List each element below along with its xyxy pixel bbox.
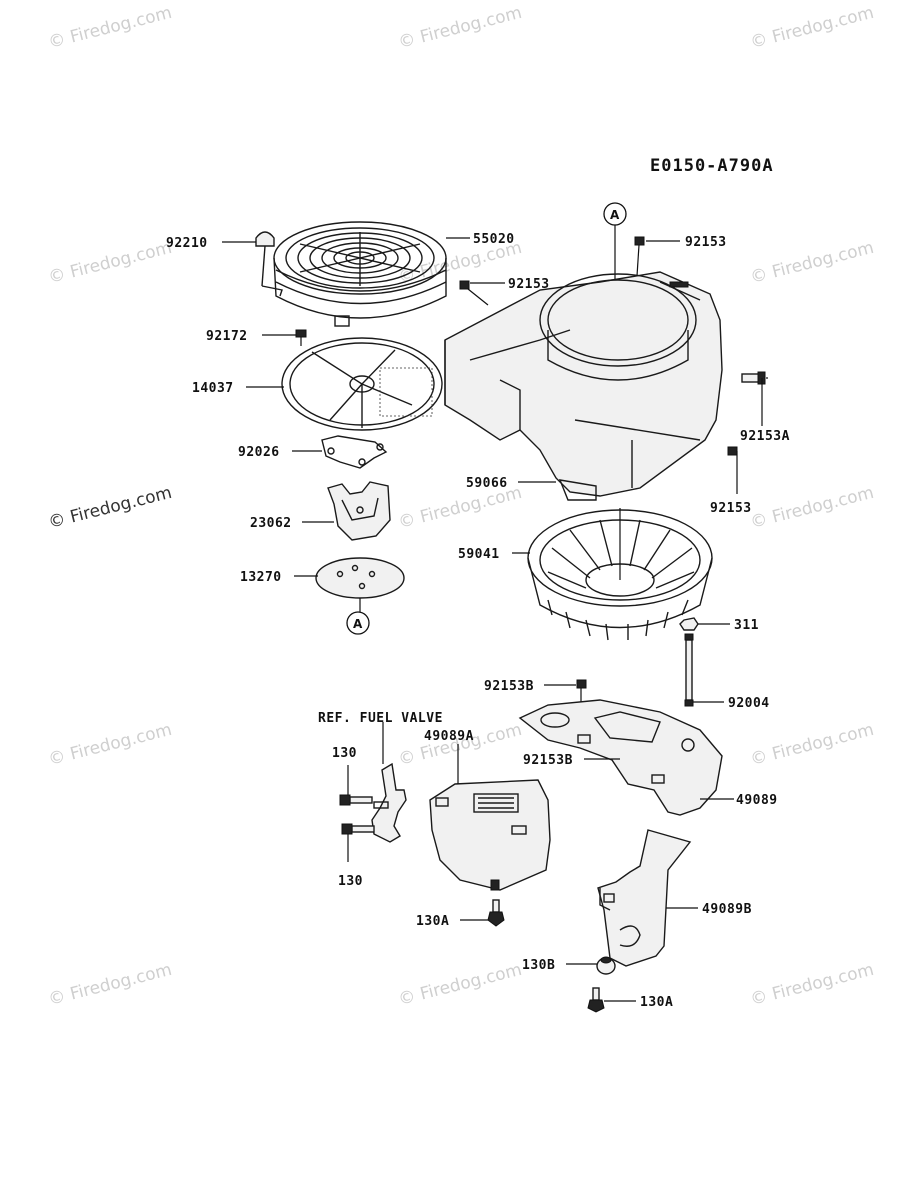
label-311: 311	[734, 618, 759, 633]
callout-a-bottom: A	[346, 611, 370, 635]
part-screw-92172[interactable]	[295, 329, 307, 346]
part-labels: 92210 55020 92153 92153 92172 14037 9215…	[166, 232, 790, 1010]
label-92210: 92210	[166, 236, 208, 251]
part-nut-311[interactable]	[679, 617, 699, 631]
label-92172: 92172	[206, 329, 248, 344]
label-49089A: 49089A	[424, 729, 474, 744]
watermark: © Firedog.com	[748, 960, 876, 1010]
label-59041: 59041	[458, 547, 500, 562]
part-bolt-130A-2[interactable]	[587, 987, 605, 1013]
part-screen-55020[interactable]	[273, 221, 447, 327]
part-plate-92026[interactable]	[321, 435, 388, 469]
label-92153A: 92153A	[740, 429, 790, 444]
part-bracket-23062[interactable]	[327, 481, 391, 541]
label-13270: 13270	[240, 570, 282, 585]
label-130-top: 130	[332, 746, 357, 761]
label-92153B-1: 92153B	[484, 679, 534, 694]
label-14037: 14037	[192, 381, 234, 396]
label-23062: 23062	[250, 516, 292, 531]
part-nut-130B[interactable]	[596, 956, 616, 975]
label-92153B-2: 92153B	[523, 753, 573, 768]
label-49089: 49089	[736, 793, 778, 808]
svg-text:A: A	[610, 208, 620, 222]
watermark: © Firedog.com	[396, 3, 524, 53]
diagram-code: E0150-A790A	[650, 156, 774, 176]
watermark: © Firedog.com	[46, 720, 174, 770]
label-92153-mid: 92153	[508, 277, 550, 292]
part-fuel-valve-bracket[interactable]	[371, 722, 407, 843]
watermark: © Firedog.com	[748, 3, 876, 53]
part-plate-14037[interactable]	[281, 337, 443, 431]
part-bolt-130A-1[interactable]	[487, 899, 505, 927]
watermark: © Firedog.com	[46, 3, 174, 53]
watermark: © Firedog.com	[46, 960, 174, 1010]
label-130A-2: 130A	[640, 995, 673, 1010]
label-59066: 59066	[466, 476, 508, 491]
label-92153-lower: 92153	[710, 501, 752, 516]
watermark: © Firedog.com	[46, 483, 174, 533]
part-cover-49089[interactable]	[518, 699, 723, 816]
part-knob-92210[interactable]	[255, 231, 283, 297]
watermark: © Firedog.com	[396, 720, 524, 770]
part-screw-92153B-1[interactable]	[576, 679, 587, 702]
part-cover-49089B[interactable]	[597, 829, 692, 967]
part-fan-59041[interactable]	[527, 508, 713, 641]
part-plate-13270[interactable]	[315, 557, 405, 612]
watermark: © Firedog.com	[748, 238, 876, 288]
label-130-bottom: 130	[338, 874, 363, 889]
part-stud-92004[interactable]	[684, 633, 694, 707]
part-bolt-92153-lower[interactable]	[727, 446, 738, 456]
label-92004: 92004	[728, 696, 770, 711]
part-housing-59066[interactable]	[444, 271, 723, 501]
label-130B: 130B	[522, 958, 555, 973]
part-cover-49089A[interactable]	[429, 779, 551, 891]
label-92153-top: 92153	[685, 235, 727, 250]
part-bolt-130-top[interactable]	[339, 794, 373, 806]
label-55020: 55020	[473, 232, 515, 247]
svg-text:A: A	[353, 617, 363, 631]
watermark: © Firedog.com	[748, 483, 876, 533]
label-92026: 92026	[238, 445, 280, 460]
part-bolt-92153-top[interactable]	[634, 236, 645, 277]
label-130A-1: 130A	[416, 914, 449, 929]
leader-lines	[222, 237, 768, 1002]
watermark: © Firedog.com	[46, 238, 174, 288]
part-bolt-92153-mid[interactable]	[459, 280, 489, 306]
ref-fuel-valve-note: REF. FUEL VALVE	[318, 711, 443, 726]
watermark: © Firedog.com	[396, 960, 524, 1010]
part-bolt-130-bottom[interactable]	[341, 823, 375, 835]
watermark: © Firedog.com	[748, 720, 876, 770]
label-49089B: 49089B	[702, 902, 752, 917]
